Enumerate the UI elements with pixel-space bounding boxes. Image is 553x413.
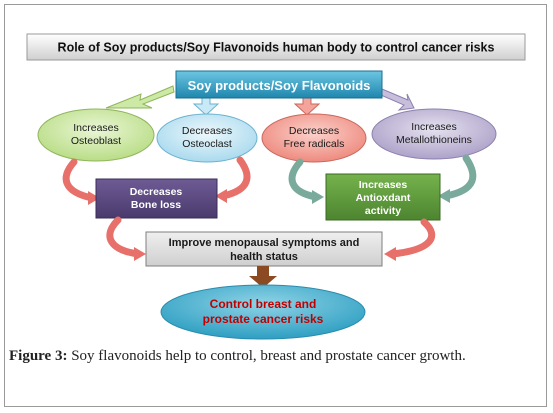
bone-loss-line1: Decreases (130, 186, 183, 198)
effect-metallothioneins-line1: Increases (411, 121, 457, 133)
curve-metallothioneins-to-antioxidant (442, 154, 477, 200)
menopause-line1: Improve menopausal symptoms and (169, 237, 360, 249)
curve-bone-arrowhead (134, 247, 146, 261)
down-arrow (249, 266, 277, 288)
effect-free-radicals-line1: Decreases (289, 125, 339, 137)
curve-bone-to-menopause (106, 216, 142, 258)
effect-osteoblast-line1: Increases (73, 122, 119, 134)
effect-osteoclast-line1: Decreases (182, 125, 232, 137)
antioxidant-line2: Antioxdant (356, 192, 411, 204)
curve-osteoclast-to-bone (219, 156, 251, 200)
effect-osteoblast-line2: Osteoblast (71, 135, 121, 147)
caption-text: Soy flavonoids help to control, breast a… (71, 348, 466, 364)
source-node-label: Soy products/Soy Flavonoids (188, 78, 371, 93)
effect-metallothioneins (371, 108, 497, 160)
figure-caption: Figure 3: Soy flavonoids help to control… (9, 347, 540, 366)
antioxidant-line3: activity (365, 205, 401, 217)
outcome-ellipse (160, 284, 366, 340)
diagram-title: Role of Soy products/Soy Flavonoids huma… (58, 41, 495, 55)
source-node (175, 70, 383, 99)
effect-osteoclast (156, 113, 258, 163)
antioxidant-line1: Increases (359, 179, 408, 191)
effect-free-radicals (261, 113, 367, 163)
curve-metallothioneins-arrowhead (438, 189, 450, 203)
bone-loss-box (95, 178, 218, 219)
outcome-line2: prostate cancer risks (203, 312, 324, 326)
curve-osteoblast-to-bone (62, 158, 96, 202)
curve-free-radicals-arrowhead (312, 190, 324, 204)
curve-free-radicals-to-antioxidant (288, 158, 320, 201)
title-bar (26, 33, 526, 61)
caption-label: Figure 3: (9, 348, 68, 364)
effect-metallothioneins-line2: Metallothioneins (396, 134, 472, 146)
menopause-box (145, 231, 383, 267)
curve-osteoblast-arrowhead (88, 191, 100, 205)
antioxidant-box (325, 173, 441, 221)
curve-antioxidant-to-menopause (388, 218, 436, 258)
effect-free-radicals-line2: Free radicals (284, 138, 345, 150)
menopause-line2: health status (230, 251, 298, 263)
effect-osteoblast (37, 108, 155, 162)
curve-osteoclast-arrowhead (215, 189, 227, 203)
outcome-line1: Control breast and (210, 297, 317, 311)
arrow-to-osteoblast (105, 85, 175, 109)
effect-osteoclast-line2: Osteoclast (182, 138, 232, 150)
curve-antioxidant-arrowhead (384, 247, 396, 261)
bone-loss-line2: Bone loss (131, 199, 181, 211)
flavonoid-diagram: Role of Soy products/Soy Flavonoids huma… (26, 33, 526, 340)
